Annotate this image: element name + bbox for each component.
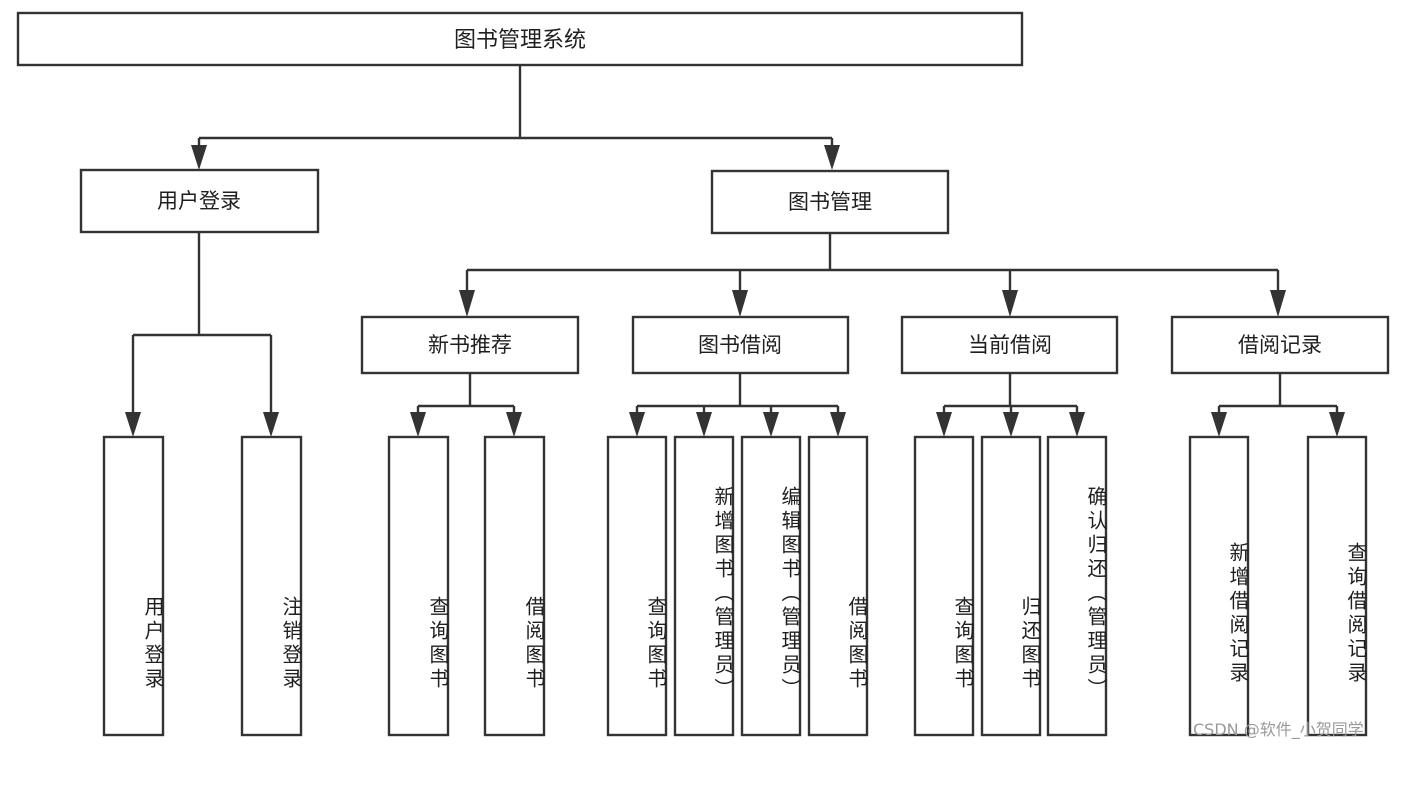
node-box-leaf-add-record[interactable] — [1188, 435, 1250, 737]
node-box-book-borrow[interactable] — [631, 315, 850, 375]
node-box-book-manage[interactable] — [710, 169, 950, 235]
node-box-leaf-query-book-1[interactable] — [387, 435, 450, 737]
node-label-user-login: 用户登录 — [157, 189, 241, 213]
node-box-borrow-record[interactable] — [1170, 315, 1390, 375]
node-box-leaf-edit-book[interactable] — [740, 435, 802, 737]
node-box-leaf-confirm-return[interactable] — [1046, 435, 1108, 737]
flowchart-diagram: 图书管理系统 用户登录 图书管理 新书推荐 图书借阅 当前借阅 借阅记录 — [16, 11, 1390, 739]
arrowhead-leaf-edit-book — [763, 412, 779, 437]
csdn-watermark: CSDN @软件_小贺同学 — [1193, 720, 1364, 739]
arrowhead-current-borrow — [1002, 290, 1018, 317]
connector-group — [125, 65, 1345, 437]
node-box-root[interactable] — [16, 11, 1024, 67]
arrowhead-leaf-query-book-1 — [410, 412, 426, 437]
arrowhead-user-login — [191, 145, 207, 170]
node-label-book-manage: 图书管理 — [788, 190, 872, 214]
node-box-leaf-return-book[interactable] — [980, 435, 1042, 737]
node-box-leaf-add-book[interactable] — [673, 435, 735, 737]
arrowhead-leaf-query-record — [1329, 412, 1345, 437]
node-label-book-borrow: 图书借阅 — [698, 333, 782, 357]
arrowhead-leaf-add-record — [1211, 412, 1227, 437]
node-box-leaf-borrow-book-2[interactable] — [807, 435, 869, 737]
arrowhead-leaf-borrow-book-1 — [506, 412, 522, 437]
node-group: 图书管理系统 用户登录 图书管理 新书推荐 图书借阅 当前借阅 借阅记录 — [16, 11, 1390, 737]
arrowhead-book-borrow — [732, 290, 748, 317]
arrowhead-leaf-return-book — [1003, 412, 1019, 437]
node-label-new-book-recommend: 新书推荐 — [428, 333, 512, 357]
node-box-leaf-user-login[interactable] — [102, 435, 165, 737]
arrowhead-leaf-user-login — [125, 412, 141, 437]
node-box-user-login[interactable] — [79, 168, 320, 234]
node-label-borrow-record: 借阅记录 — [1238, 333, 1322, 357]
node-box-leaf-logout-login[interactable] — [240, 435, 303, 737]
node-box-new-book-recommend[interactable] — [360, 315, 580, 375]
arrowhead-new-book-recommend — [459, 290, 475, 317]
node-box-current-borrow[interactable] — [900, 315, 1119, 375]
arrowhead-leaf-add-book — [696, 412, 712, 437]
arrowhead-leaf-query-book-3 — [936, 412, 952, 437]
arrowhead-book-manage — [824, 145, 840, 170]
node-label-root: 图书管理系统 — [454, 28, 586, 53]
arrowhead-leaf-borrow-book-2 — [830, 412, 846, 437]
node-box-leaf-query-record[interactable] — [1306, 435, 1368, 737]
node-box-leaf-borrow-book-1[interactable] — [483, 435, 546, 737]
arrowhead-leaf-query-book-2 — [629, 412, 645, 437]
node-label-current-borrow: 当前借阅 — [968, 333, 1052, 357]
arrowhead-leaf-confirm-return — [1069, 412, 1085, 437]
flowchart-canvas: 图书管理系统 用户登录 图书管理 新书推荐 图书借阅 当前借阅 借阅记录 — [16, 11, 1390, 737]
arrowhead-borrow-record — [1270, 290, 1286, 317]
node-box-leaf-query-book-3[interactable] — [913, 435, 975, 737]
arrowhead-leaf-logout-login — [263, 412, 279, 437]
node-box-leaf-query-book-2[interactable] — [606, 435, 668, 737]
